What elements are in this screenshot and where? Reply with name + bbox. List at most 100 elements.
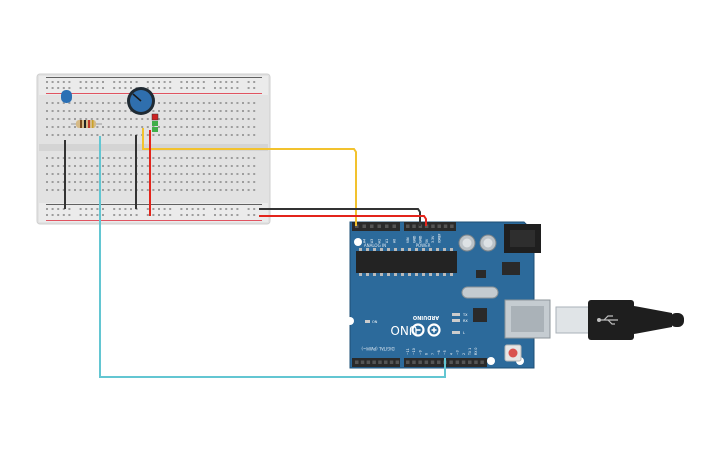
breadboard-hole[interactable] [146, 173, 149, 175]
breadboard-hole[interactable] [90, 165, 93, 167]
rail-hole[interactable] [202, 214, 205, 216]
rail-hole[interactable] [85, 214, 88, 216]
breadboard-hole[interactable] [102, 189, 104, 191]
breadboard-hole[interactable] [180, 157, 183, 159]
rail-hole[interactable] [236, 81, 239, 83]
rail-hole[interactable] [214, 208, 216, 210]
breadboard-hole[interactable] [197, 157, 200, 159]
rail-hole[interactable] [57, 214, 60, 216]
breadboard-hole[interactable] [113, 134, 116, 136]
breadboard-hole[interactable] [96, 134, 99, 136]
rail-hole[interactable] [219, 214, 222, 216]
breadboard-hole[interactable] [68, 157, 71, 159]
breadboard-hole[interactable] [247, 181, 250, 183]
rail-hole[interactable] [85, 208, 88, 210]
breadboard-hole[interactable] [219, 189, 222, 191]
breadboard-hole[interactable] [57, 134, 60, 136]
breadboard-hole[interactable] [124, 157, 127, 159]
breadboard-hole[interactable] [225, 173, 228, 175]
rail-hole[interactable] [68, 81, 71, 83]
breadboard-hole[interactable] [202, 165, 205, 167]
rail-hole[interactable] [230, 208, 233, 210]
breadboard-hole[interactable] [102, 118, 104, 120]
breadboard-hole[interactable] [113, 181, 116, 183]
rail-hole[interactable] [169, 81, 172, 83]
rail-hole[interactable] [51, 214, 54, 216]
breadboard-hole[interactable] [90, 181, 93, 183]
breadboard-hole[interactable] [247, 110, 250, 112]
breadboard-hole[interactable] [57, 173, 60, 175]
breadboard-hole[interactable] [68, 134, 71, 136]
breadboard-hole[interactable] [169, 110, 172, 112]
breadboard-hole[interactable] [186, 181, 188, 183]
breadboard-hole[interactable] [68, 102, 71, 104]
breadboard-hole[interactable] [118, 118, 121, 120]
breadboard-hole[interactable] [46, 165, 48, 167]
breadboard-hole[interactable] [79, 181, 82, 183]
rail-hole[interactable] [163, 208, 166, 210]
analog-pin[interactable] [385, 224, 389, 229]
breadboard-hole[interactable] [236, 118, 239, 120]
breadboard-hole[interactable] [46, 118, 48, 120]
breadboard-hole[interactable] [62, 134, 65, 136]
breadboard-hole[interactable] [174, 165, 177, 167]
breadboard-hole[interactable] [96, 126, 99, 128]
breadboard-hole[interactable] [230, 110, 233, 112]
breadboard-hole[interactable] [230, 189, 233, 191]
rail-hole[interactable] [113, 87, 116, 89]
breadboard-hole[interactable] [141, 157, 144, 159]
breadboard-hole[interactable] [197, 165, 200, 167]
breadboard-hole[interactable] [242, 110, 244, 112]
digital-pin[interactable] [449, 360, 453, 365]
rail-hole[interactable] [202, 87, 205, 89]
breadboard-hole[interactable] [85, 157, 88, 159]
analog-pin[interactable] [362, 224, 367, 229]
breadboard-hole[interactable] [68, 181, 71, 183]
breadboard-hole[interactable] [79, 110, 82, 112]
breadboard-hole[interactable] [219, 181, 222, 183]
breadboard-hole[interactable] [202, 189, 205, 191]
breadboard-hole[interactable] [197, 134, 200, 136]
breadboard-hole[interactable] [197, 126, 200, 128]
breadboard-hole[interactable] [57, 118, 60, 120]
breadboard-hole[interactable] [57, 165, 60, 167]
breadboard-hole[interactable] [180, 173, 183, 175]
breadboard-hole[interactable] [46, 157, 48, 159]
breadboard-hole[interactable] [163, 157, 166, 159]
breadboard-hole[interactable] [242, 189, 244, 191]
breadboard-hole[interactable] [158, 173, 160, 175]
breadboard-hole[interactable] [214, 189, 216, 191]
digital-pin[interactable] [372, 360, 376, 365]
breadboard-hole[interactable] [130, 134, 132, 136]
rail-hole[interactable] [57, 208, 60, 210]
breadboard-hole[interactable] [152, 110, 155, 112]
rail-hole[interactable] [191, 208, 194, 210]
breadboard-hole[interactable] [191, 134, 194, 136]
breadboard-hole[interactable] [253, 165, 256, 167]
rail-hole[interactable] [158, 208, 160, 210]
breadboard-hole[interactable] [163, 110, 166, 112]
digital-pin[interactable] [461, 360, 466, 365]
rail-hole[interactable] [146, 87, 149, 89]
breadboard-hole[interactable] [186, 165, 188, 167]
rail-hole[interactable] [247, 81, 250, 83]
breadboard-hole[interactable] [202, 173, 205, 175]
breadboard-hole[interactable] [174, 189, 177, 191]
rail-hole[interactable] [90, 214, 93, 216]
breadboard-hole[interactable] [118, 134, 121, 136]
breadboard-hole[interactable] [141, 118, 144, 120]
breadboard-hole[interactable] [230, 118, 233, 120]
breadboard-hole[interactable] [158, 134, 160, 136]
breadboard-hole[interactable] [124, 126, 127, 128]
breadboard-hole[interactable] [62, 118, 65, 120]
breadboard-hole[interactable] [163, 134, 166, 136]
breadboard-hole[interactable] [79, 118, 82, 120]
breadboard-hole[interactable] [230, 173, 233, 175]
power-pin[interactable] [450, 224, 454, 229]
rail-hole[interactable] [214, 87, 216, 89]
rail-hole[interactable] [102, 208, 104, 210]
rail-hole[interactable] [96, 87, 99, 89]
breadboard-hole[interactable] [124, 118, 127, 120]
breadboard-hole[interactable] [96, 157, 99, 159]
breadboard-hole[interactable] [113, 126, 116, 128]
